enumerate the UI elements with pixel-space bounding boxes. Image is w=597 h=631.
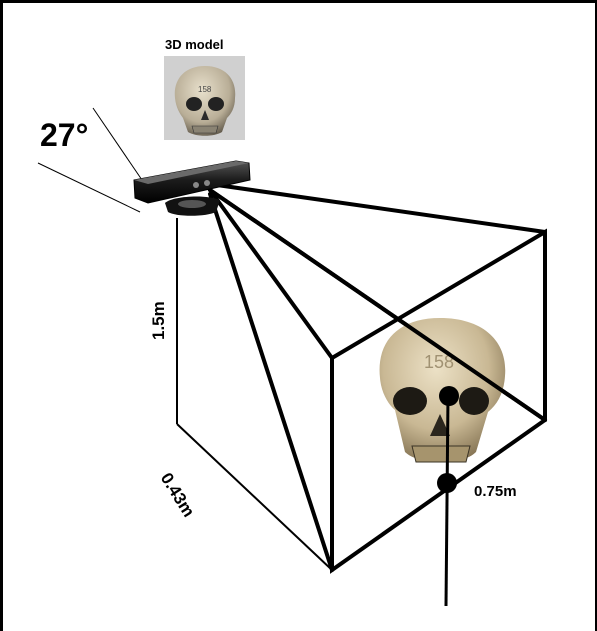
skull-left-orbit [393,387,427,415]
model-thumbnail: 158 [164,56,245,140]
center-axis-line [446,396,448,606]
skull-teeth [412,446,470,462]
fov-edge-top-left [210,190,332,358]
angle-label: 27° [40,119,88,151]
center-point-upper [439,386,459,406]
thumbnail-teeth [192,126,218,133]
angle-line-upper [93,108,142,180]
model-title: 3D model [165,38,224,51]
sensor-lens-right [204,180,210,186]
thumbnail-right-orbit [208,97,224,111]
skull-right-orbit [459,387,489,415]
sensor-base-highlight [178,200,206,208]
thumbnail-left-orbit [186,97,202,111]
width-label: 0.75m [474,484,517,499]
thumbnail-skull-number: 158 [198,85,212,94]
height-label: 1.5m [150,301,167,340]
angle-line-lower [38,163,140,212]
center-point-lower [437,473,457,493]
sensor-lens-left [193,182,199,188]
